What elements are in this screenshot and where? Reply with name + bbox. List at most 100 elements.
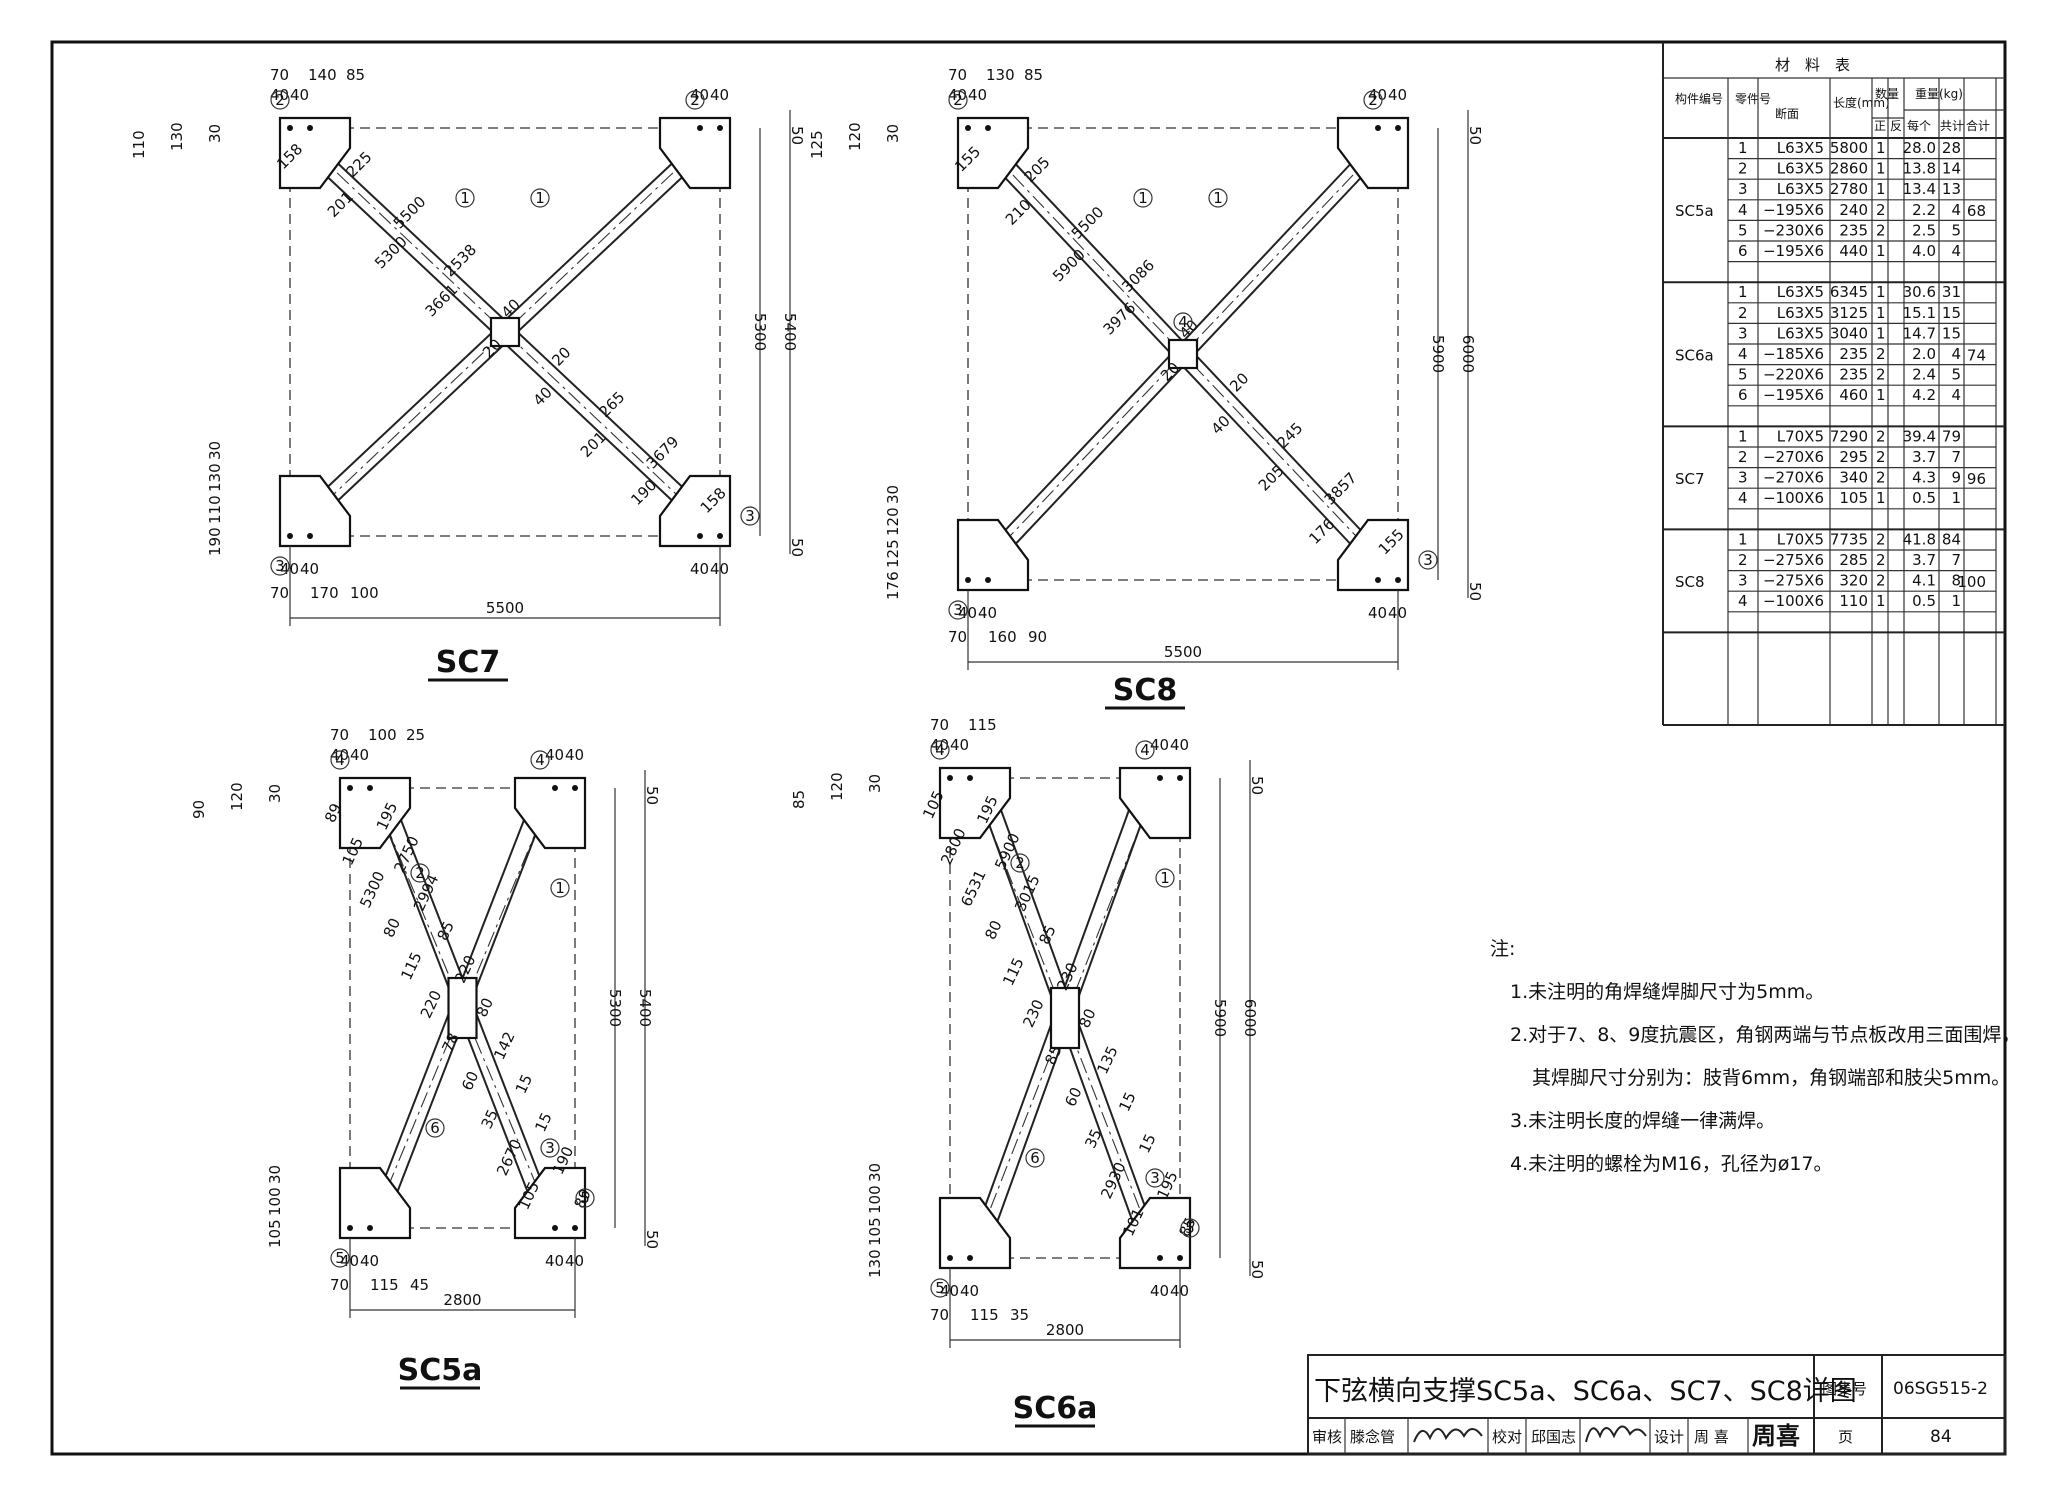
table-cell-weight-each: 3.7	[1912, 551, 1936, 569]
table-cell-section: L70X5	[1777, 427, 1824, 445]
table-cell-weight-each: 2.4	[1912, 366, 1936, 384]
bolt-hole	[697, 533, 703, 539]
table-group-sum: 96	[1967, 470, 1986, 488]
design-name: 周 喜	[1694, 1428, 1729, 1446]
dim-diagonal: 85	[1035, 922, 1059, 947]
part-number: 6	[430, 1119, 440, 1137]
bolt-hole	[967, 1255, 973, 1261]
gusset-plate	[278, 116, 352, 190]
table-cell-weight-each: 2.0	[1912, 345, 1936, 363]
table-cell-weight-each: 15.1	[1903, 304, 1936, 322]
dim-diagonal: 265	[596, 388, 629, 421]
bolt-hole	[1157, 1255, 1163, 1261]
table-cell-part: 4	[1738, 489, 1748, 507]
bolt-hole	[552, 785, 558, 791]
table-cell-weight-total: 4	[1951, 201, 1961, 219]
table-cell-length: 235	[1839, 366, 1868, 384]
dim-top-bolt: 40	[350, 746, 369, 764]
part-number-marker	[270, 556, 290, 576]
table-cell-part: 1	[1738, 139, 1748, 157]
table-group-name: SC5a	[1675, 202, 1714, 220]
table-cell-length: 235	[1839, 345, 1868, 363]
table-cell-section: L63X5	[1777, 283, 1824, 301]
table-cell-qty-pos: 1	[1876, 283, 1886, 301]
bolt-hole	[347, 785, 353, 791]
dim-bottom: 115	[970, 1306, 999, 1324]
dim-bottom-right: 40	[1150, 1282, 1169, 1300]
part-number-marker	[1363, 90, 1383, 110]
part-number: 1	[1138, 189, 1148, 207]
dim-top-bolt: 40	[290, 86, 309, 104]
part-number: 1	[1160, 869, 1170, 887]
part-number-marker	[1155, 868, 1175, 888]
center-plate	[1167, 338, 1199, 370]
gusset-plate	[513, 776, 587, 850]
part-number: 2	[690, 91, 700, 109]
dim-diagonal: 5300	[371, 233, 411, 273]
table-cell-qty-pos: 2	[1876, 345, 1886, 363]
dim-top-right: 40	[1150, 736, 1169, 754]
dim-top: 70	[948, 66, 967, 84]
part-number-marker	[410, 863, 430, 883]
bolt-hole	[572, 785, 578, 791]
table-cell-length: 440	[1839, 242, 1868, 260]
dim-left-bottom: 30	[884, 485, 902, 504]
table-cell-section: −275X6	[1763, 551, 1824, 569]
note-3: 3.未注明长度的焊缝一律满焊。	[1510, 1110, 1775, 1132]
dim-height-inner: 5900	[1429, 335, 1447, 373]
bolt-hole	[1177, 1255, 1183, 1261]
design-signature: 周喜	[1752, 1422, 1800, 1450]
part-number-marker	[1010, 853, 1030, 873]
dim-diagonal: 3015	[1011, 872, 1043, 914]
table-cell-weight-total: 79	[1942, 427, 1961, 445]
table-cell-part: 5	[1738, 221, 1748, 239]
table-group-sum: 68	[1967, 202, 1986, 220]
bolt-hole	[1375, 125, 1381, 131]
dim-height-outer: 5400	[636, 989, 654, 1027]
bolt-hole	[287, 125, 293, 131]
dim-diagonal: 80	[380, 915, 404, 940]
table-cell-section: −185X6	[1763, 345, 1824, 363]
dim-left-bottom: 105	[866, 1217, 884, 1246]
table-header-neg: 反	[1890, 119, 1902, 133]
part-number: 4	[335, 751, 345, 769]
part-number-marker	[1135, 740, 1155, 760]
dim-left: 120	[846, 122, 864, 151]
dim-left: 120	[228, 782, 246, 811]
dim-bottom: 70	[270, 584, 289, 602]
notes: 注: 1.未注明的角焊缝焊脚尺寸为5mm。 2.对于7、8、9度抗震区，角钢两端…	[1490, 938, 2020, 1175]
dim-top-bolt: 40	[948, 86, 967, 104]
bolt-hole	[717, 533, 723, 539]
table-group-sum: 100	[1957, 573, 1986, 591]
table-cell-section: L63X5	[1777, 160, 1824, 178]
dim-bottom-right: 40	[1368, 604, 1387, 622]
table-header-length: 长度(mm)	[1833, 95, 1890, 110]
part-number: 3	[1150, 1169, 1160, 1187]
part-number-marker	[425, 1118, 445, 1138]
table-cell-weight-total: 31	[1942, 283, 1961, 301]
table-cell-weight-total: 28	[1942, 139, 1961, 157]
table-cell-section: −195X6	[1763, 201, 1824, 219]
table-cell-weight-total: 15	[1942, 304, 1961, 322]
table-cell-qty-pos: 1	[1876, 160, 1886, 178]
table-cell-weight-each: 0.5	[1912, 592, 1936, 610]
part-number: 1	[555, 879, 565, 897]
table-cell-section: −100X6	[1763, 489, 1824, 507]
part-number: 5	[1185, 1219, 1195, 1237]
table-cell-qty-pos: 2	[1876, 448, 1886, 466]
table-cell-length: 2860	[1830, 160, 1868, 178]
dim-top: 85	[346, 66, 365, 84]
part-number-marker	[1208, 188, 1228, 208]
table-cell-section: L63X5	[1777, 180, 1824, 198]
part-number-marker	[930, 740, 950, 760]
table-cell-qty-pos: 1	[1876, 386, 1886, 404]
table-cell-length: 110	[1839, 592, 1868, 610]
dim-diagonal: 3661	[422, 281, 462, 321]
dim-diagonal: 80	[981, 918, 1005, 943]
dim-diagonal: 115	[397, 949, 425, 983]
table-cell-qty-pos: 1	[1876, 304, 1886, 322]
table-cell-weight-total: 5	[1951, 221, 1961, 239]
table-cell-section: −220X6	[1763, 366, 1824, 384]
drawing-label: SC6a	[1013, 1391, 1098, 1426]
table-cell-weight-each: 13.4	[1903, 180, 1936, 198]
